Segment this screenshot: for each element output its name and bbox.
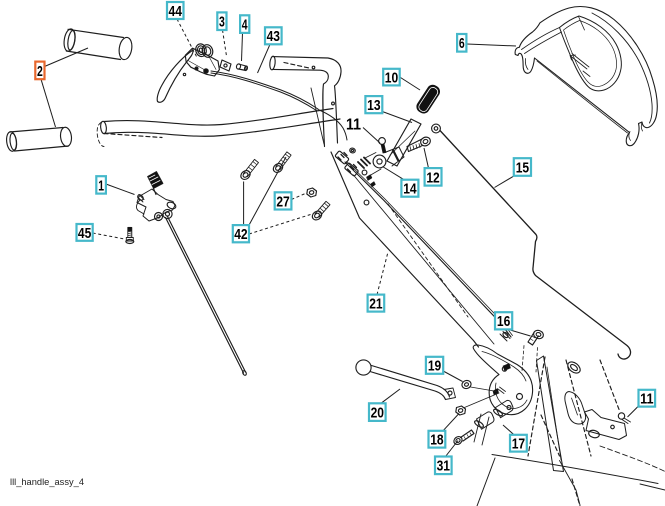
svg-text:6: 6: [459, 35, 465, 52]
svg-text:16: 16: [497, 313, 510, 330]
svg-text:21: 21: [369, 296, 382, 313]
svg-text:44: 44: [169, 3, 183, 20]
svg-text:13: 13: [367, 97, 380, 114]
svg-text:27: 27: [276, 193, 289, 210]
svg-text:3: 3: [219, 14, 225, 31]
svg-text:1: 1: [98, 177, 104, 194]
svg-text:12: 12: [426, 169, 439, 186]
svg-text:17: 17: [512, 436, 525, 453]
svg-text:18: 18: [430, 432, 443, 449]
svg-text:43: 43: [267, 28, 280, 45]
svg-text:20: 20: [371, 405, 384, 422]
svg-text:10: 10: [385, 70, 398, 87]
svg-text:lll_handle_assy_4: lll_handle_assy_4: [10, 477, 84, 488]
svg-text:31: 31: [437, 458, 450, 475]
svg-text:42: 42: [234, 226, 247, 243]
svg-text:2: 2: [37, 63, 43, 80]
svg-text:4: 4: [242, 17, 248, 34]
svg-text:19: 19: [428, 358, 441, 375]
svg-text:15: 15: [516, 159, 529, 176]
svg-text:11: 11: [346, 117, 361, 134]
svg-text:14: 14: [403, 181, 417, 198]
svg-text:11: 11: [640, 391, 653, 408]
svg-text:45: 45: [78, 225, 91, 242]
